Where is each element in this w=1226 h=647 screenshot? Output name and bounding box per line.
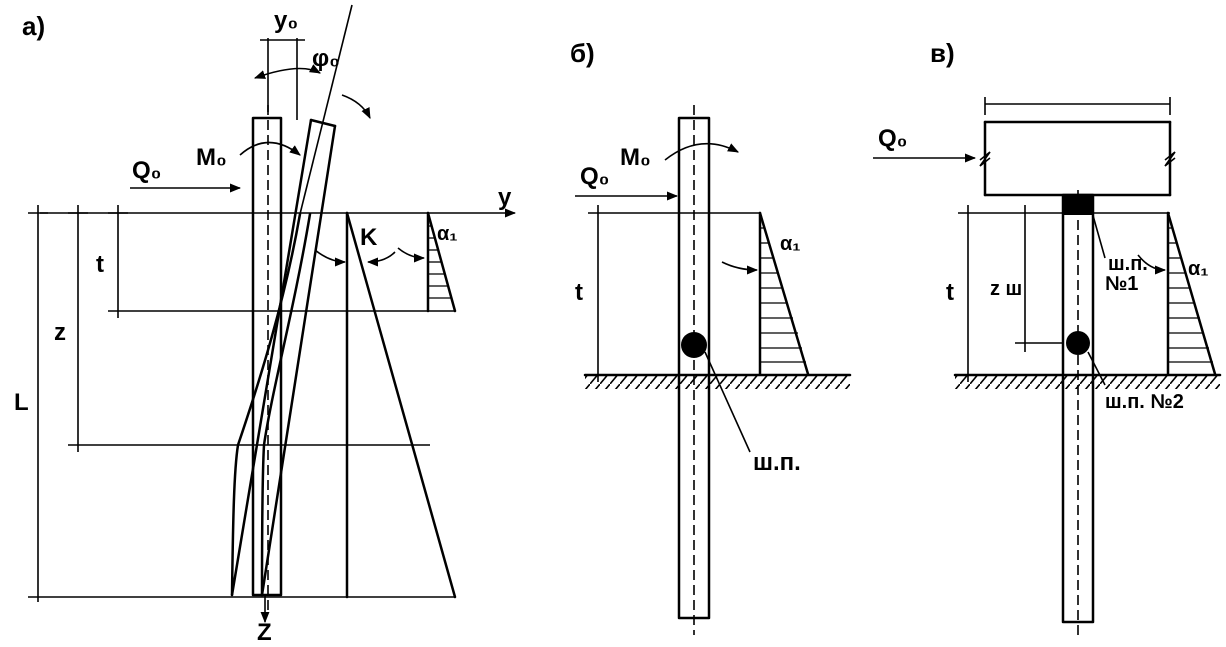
- rotation-arrow: [341, 94, 371, 120]
- panel-a-tag: a): [22, 11, 45, 41]
- t-label: t: [96, 251, 104, 278]
- phi0-angle-arc: [253, 64, 321, 79]
- t-label-c: t: [946, 279, 954, 306]
- panel-a: a) y₀ φ₀: [14, 4, 517, 646]
- k-label: K: [360, 224, 378, 251]
- m0-label-b: M₀: [620, 144, 651, 171]
- pile-deflected: [230, 212, 312, 597]
- z-label: z: [54, 319, 66, 346]
- alpha1-label-c: α₁: [1188, 258, 1209, 280]
- hinge-b-leader: [704, 351, 751, 453]
- panel-c-tag: в): [930, 38, 955, 68]
- panel-b: б) M₀ Q₀ t: [570, 38, 852, 635]
- hinge-c1: [1063, 195, 1093, 215]
- hinge-c1-label-b: №1: [1105, 273, 1138, 295]
- y-axis-label: y: [498, 184, 512, 211]
- t-label-b: t: [575, 279, 583, 306]
- superstructure-beam: [979, 97, 1176, 197]
- panel-b-tag: б): [570, 38, 595, 68]
- k-diagram: [345, 211, 457, 599]
- hinge-c1-leader: [1091, 211, 1106, 259]
- dimensions-c: [958, 205, 1170, 382]
- y0-label: y₀: [274, 7, 298, 34]
- rotation-axis-line: [299, 4, 353, 215]
- left-dimensions: [28, 205, 455, 602]
- alpha1-label-a: α₁: [437, 223, 458, 245]
- alpha1-diagram: [426, 211, 457, 313]
- pile-rotated: [230, 118, 337, 597]
- alpha1-label-b: α₁: [780, 233, 801, 255]
- z-axis-label: Z: [257, 619, 272, 646]
- hinge-c2-label: ш.п. №2: [1105, 391, 1184, 413]
- phi0-label: φ₀: [312, 45, 340, 72]
- hinge-b-label: ш.п.: [753, 449, 801, 476]
- panel-c: в) Q₀ t z ш: [873, 38, 1222, 640]
- zsh-label: z ш: [990, 278, 1022, 300]
- k-arrow-right: [366, 251, 396, 267]
- y0-dimension: [260, 38, 305, 120]
- alpha1-diagram-c: [1166, 211, 1217, 376]
- q0-label-b: Q₀: [580, 163, 609, 190]
- hinge-c2: [1066, 331, 1090, 355]
- k-arrow-left: [314, 249, 347, 267]
- hinge-c1-label-a: ш.п.: [1108, 253, 1148, 275]
- ground-b: [583, 373, 852, 389]
- alpha1-arrow-a: [397, 247, 426, 263]
- alpha1-arrow-b: [721, 261, 759, 275]
- q0-label: Q₀: [132, 157, 161, 184]
- m0-label: M₀: [196, 144, 227, 171]
- alpha1-diagram-b: [758, 211, 810, 376]
- m0-moment-arrow-b: [664, 142, 739, 161]
- l-label: L: [14, 389, 29, 416]
- m0-moment-arrow: [239, 141, 301, 156]
- alpha1-arrow-c: [1137, 254, 1167, 275]
- q0-label-c: Q₀: [878, 125, 907, 152]
- t-dimension-b: [588, 205, 760, 382]
- ground-c: [953, 373, 1222, 389]
- hinge-b: [681, 332, 707, 358]
